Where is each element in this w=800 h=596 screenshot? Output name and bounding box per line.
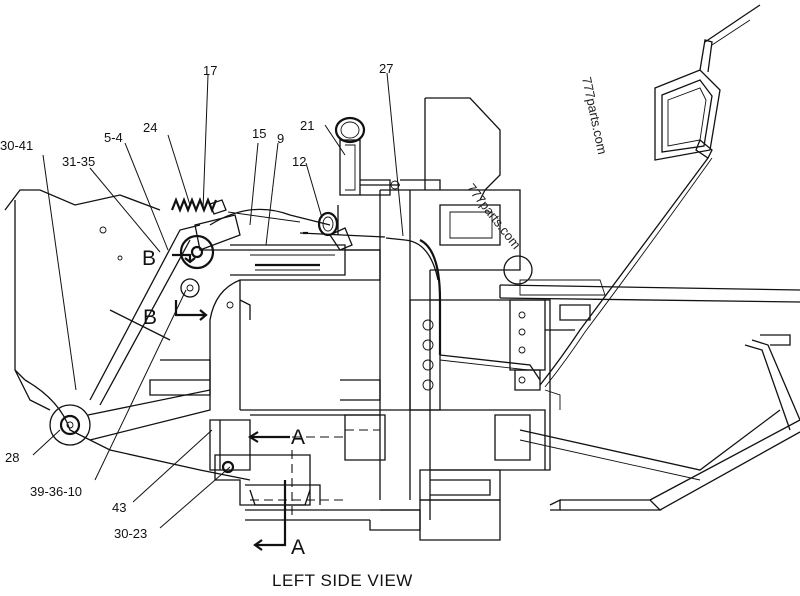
section-letters: B B A A <box>142 247 305 559</box>
callout-labels: 17 27 24 15 9 21 5-4 30-41 31-35 12 28 3… <box>0 61 393 541</box>
callout-5-4: 5-4 <box>104 130 123 145</box>
callout-24: 24 <box>143 120 157 135</box>
section-b-upper: B <box>142 247 156 270</box>
callout-17: 17 <box>203 63 217 78</box>
section-a-upper: A <box>291 426 305 449</box>
callout-43: 43 <box>112 500 126 515</box>
callout-9: 9 <box>277 131 284 146</box>
callout-28: 28 <box>5 450 19 465</box>
steering-frame-drawing <box>519 4 800 511</box>
callout-12: 12 <box>292 154 306 169</box>
callout-39-36-10: 39-36-10 <box>30 484 82 499</box>
section-b-lower: B <box>143 306 157 329</box>
watermark-right: 777parts.com <box>579 76 610 156</box>
callout-27: 27 <box>379 61 393 76</box>
view-title: LEFT SIDE VIEW <box>272 571 413 590</box>
section-a-lower: A <box>291 536 305 559</box>
callout-30-23: 30-23 <box>114 526 147 541</box>
spring-24-icon <box>170 197 218 213</box>
callout-21: 21 <box>300 118 314 133</box>
callout-15: 15 <box>252 126 266 141</box>
callout-31-35: 31-35 <box>62 154 95 169</box>
main-frame-drawing <box>369 97 800 541</box>
callout-30-41: 30-41 <box>0 138 33 153</box>
leader-lines <box>32 72 404 529</box>
boom-mechanism-drawing <box>4 116 441 521</box>
section-indicators <box>172 253 290 551</box>
watermark-center: 777parts.com <box>464 181 524 252</box>
